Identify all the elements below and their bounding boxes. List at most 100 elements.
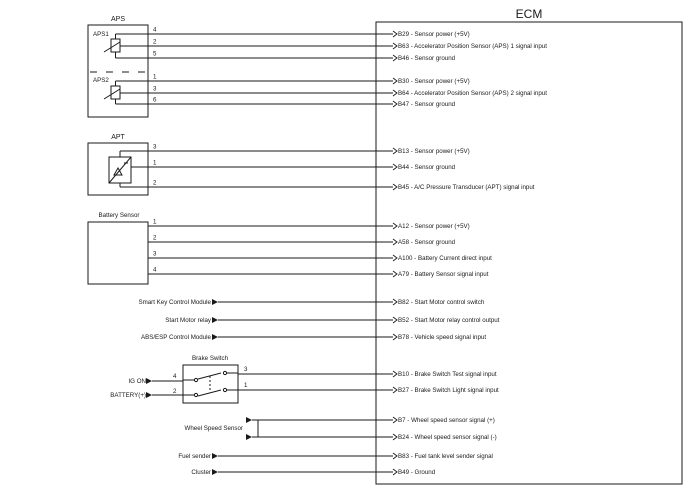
- aps1-potentiometer-icon: [103, 33, 148, 59]
- aps-box: [87, 24, 149, 118]
- ecm-pin-text: B78 - Vehicle speed signal input: [398, 334, 486, 341]
- wire-pin-number: 6: [153, 97, 157, 104]
- connector-icon: [392, 370, 398, 378]
- brake-pin-2: 2: [173, 388, 177, 395]
- ecm-pin-text: B49 - Ground: [398, 469, 436, 476]
- ecm-pin-text: B30 - Sensor power (+5V): [398, 78, 470, 85]
- pressure-transducer-icon: [108, 150, 148, 188]
- wire: 4: [148, 27, 393, 35]
- ecm-pin-b13: B13 - Sensor power (+5V): [392, 147, 470, 155]
- connector-icon: [392, 147, 398, 155]
- module-label: Smart Key Control Module: [138, 299, 211, 306]
- wire: 3: [148, 86, 393, 94]
- aps1-label: APS1: [93, 31, 109, 38]
- wire-pin-number: 5: [153, 51, 157, 58]
- wire: 2: [148, 235, 393, 243]
- wire: 3: [148, 251, 393, 259]
- ecm-pin-b7: B7 - Wheel speed sensor signal (+): [392, 416, 495, 424]
- ecm-pin-text: B64 - Accelerator Position Sensor (APS) …: [398, 90, 547, 97]
- connector-icon: [392, 54, 398, 62]
- ecm-pin-text: B29 - Sensor power (+5V): [398, 31, 470, 38]
- connector-icon: [392, 386, 398, 394]
- wire: 6: [148, 97, 393, 105]
- ecm-pin-text: A58 - Sensor ground: [398, 239, 456, 246]
- start-relay-link: Start Motor relay: [165, 317, 393, 324]
- wire-pin-number: 1: [153, 219, 157, 226]
- wheel-speed-label: Wheel Speed Sensor: [185, 425, 243, 432]
- ecm-pin-a12: A12 - Sensor power (+5V): [392, 222, 470, 230]
- apt-sensor: APT: [87, 134, 149, 196]
- ecm-box: [375, 21, 683, 485]
- ecm-pin-text: B24 - Wheel speed sensor signal (-): [398, 434, 497, 441]
- connector-icon: [392, 163, 398, 171]
- ecm-pin-b64: B64 - Accelerator Position Sensor (APS) …: [392, 89, 547, 97]
- aps2-potentiometer-icon: [103, 80, 148, 105]
- wire-pin-number: 1: [153, 74, 157, 81]
- ecm-pin-text: B52 - Start Motor relay control output: [398, 317, 500, 324]
- connector-icon: [392, 100, 398, 108]
- ecm-pin-b83: B83 - Fuel tank level sender signal: [392, 452, 493, 460]
- ecm-pin-b29: B29 - Sensor power (+5V): [392, 30, 470, 38]
- ecm-title: ECM: [516, 7, 543, 21]
- ecm-pin-group: B29 - Sensor power (+5V) B63 - Accelerato…: [392, 30, 547, 476]
- ecm-pin-text: B83 - Fuel tank level sender signal: [398, 453, 493, 460]
- apt-box: [87, 142, 149, 196]
- connector-icon: [392, 452, 398, 460]
- ecm-pin-text: A12 - Sensor power (+5V): [398, 223, 470, 230]
- module-label: Cluster: [191, 469, 211, 476]
- brake-pin-4: 4: [173, 373, 177, 380]
- battery-sensor-title: Battery Sensor: [99, 212, 140, 219]
- ecm-pin-b27: B27 - Brake Switch Light signal input: [392, 386, 499, 394]
- wheel-speed-sensor: Wheel Speed Sensor: [185, 417, 393, 440]
- battery-sensor-box: [87, 221, 149, 285]
- ecm-pin-text: B7 - Wheel speed sensor signal (+): [398, 417, 495, 424]
- wire: 5: [148, 51, 393, 59]
- ecm-pin-b49: B49 - Ground: [392, 468, 436, 476]
- ecm-pin-b82: B82 - Start Motor control switch: [392, 298, 485, 306]
- smart-key-link: Smart Key Control Module: [138, 299, 393, 306]
- ecm-pin-text: B27 - Brake Switch Light signal input: [398, 387, 499, 394]
- aps-title: APS: [111, 16, 125, 23]
- ecm-pin-b10: B10 - Brake Switch Test signal input: [392, 370, 497, 378]
- ecm-pin-text: B63 - Accelerator Position Sensor (APS) …: [398, 43, 547, 50]
- ecm-pin-b24: B24 - Wheel speed sensor signal (-): [392, 433, 497, 441]
- ecm-pin-b52: B52 - Start Motor relay control output: [392, 316, 500, 324]
- brake-switch: Brake Switch IG ON BATTERY(+) 4 2 3 1: [110, 355, 393, 404]
- wire: 3: [148, 144, 393, 152]
- wire-pin-number: 3: [153, 251, 157, 258]
- ecm-pin-text: B46 - Sensor ground: [398, 55, 456, 62]
- wire: 2: [148, 180, 393, 188]
- connector-icon: [392, 416, 398, 424]
- aps2-label: APS2: [93, 77, 109, 84]
- battery-sensor: Battery Sensor: [87, 212, 149, 285]
- connector-icon: [392, 468, 398, 476]
- ecm-pin-b47: B47 - Sensor ground: [392, 100, 456, 108]
- ecm-pin-text: B47 - Sensor ground: [398, 101, 456, 108]
- wire-pin-number: 2: [153, 180, 157, 187]
- wire-pin-number: 1: [153, 160, 157, 167]
- ecm-pin-text: B44 - Sensor ground: [398, 164, 456, 171]
- wire-pin-number: 2: [153, 235, 157, 242]
- ecm-pin-b78: B78 - Vehicle speed signal input: [392, 333, 486, 341]
- wire: 1: [148, 160, 393, 168]
- ecm-pin-a79: A79 - Battery Sensor signal input: [392, 270, 489, 278]
- brake-pin-1: 1: [244, 382, 248, 389]
- wire-pin-number: 2: [153, 39, 157, 46]
- ecm-pin-b44: B44 - Sensor ground: [392, 163, 456, 171]
- ecm-pin-text: B10 - Brake Switch Test signal input: [398, 371, 497, 378]
- module-label: Fuel sender: [178, 453, 211, 460]
- wire-pin-number: 3: [153, 144, 157, 151]
- wire-pin-number: 3: [153, 86, 157, 93]
- brake-pin-3: 3: [244, 366, 248, 373]
- module-label: Start Motor relay: [165, 317, 212, 324]
- connector-icon: [392, 433, 398, 441]
- wire: 2: [148, 39, 393, 47]
- ecm-pin-b30: B30 - Sensor power (+5V): [392, 77, 470, 85]
- ecm-pin-text: B82 - Start Motor control switch: [398, 299, 485, 306]
- wire-pin-number: 4: [153, 27, 157, 34]
- battery-label: BATTERY(+): [110, 392, 146, 399]
- connector-icon: [392, 42, 398, 50]
- brake-switch-title: Brake Switch: [192, 355, 229, 362]
- cluster-link: Cluster: [191, 469, 393, 476]
